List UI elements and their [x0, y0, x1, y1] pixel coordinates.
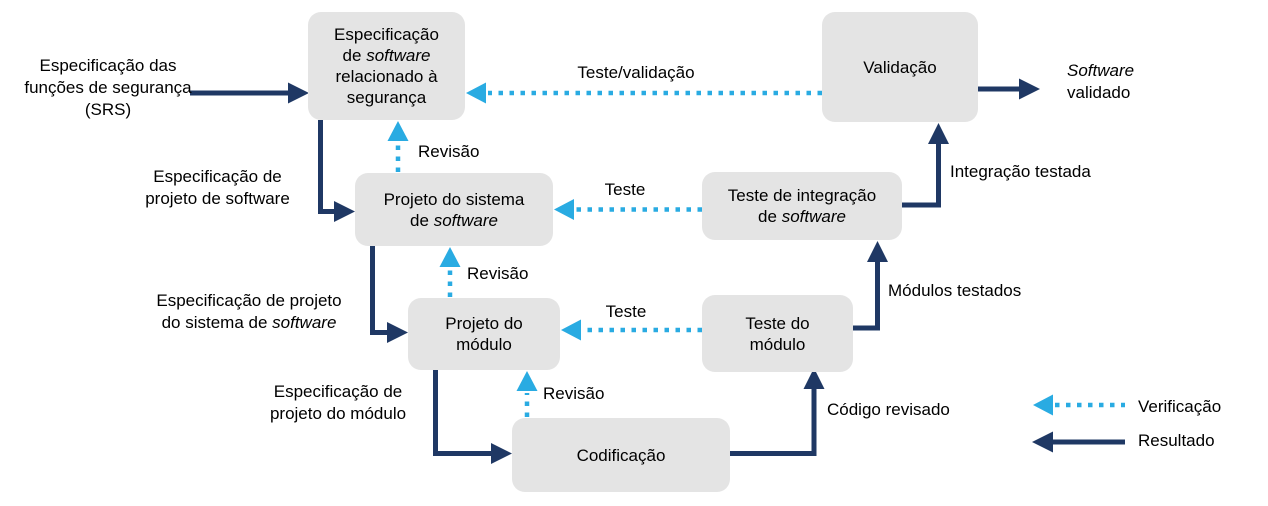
- label-teste-sistema: Teste: [604, 180, 646, 199]
- box-line: de software: [410, 210, 498, 230]
- label-especificacao-projeto-software: Especificação de projeto de software: [145, 167, 290, 208]
- box-teste-de-integracao: Teste de integração de software: [702, 172, 902, 240]
- box-line: Projeto do: [445, 314, 523, 333]
- legend-resultado-arrow: [1032, 431, 1125, 453]
- box-line: Teste de integração: [727, 186, 877, 205]
- legend-verificacao-arrow: [1033, 394, 1125, 416]
- box-projeto-do-modulo: Projeto do módulo: [408, 298, 560, 370]
- box-line: módulo: [749, 334, 806, 354]
- label-teste-validacao: Teste/validação: [577, 63, 695, 82]
- box-projeto-do-sistema: Projeto do sistema de software: [355, 173, 553, 246]
- arrow-revisao-projeto-modulo-to-projeto-sistema: [439, 247, 461, 297]
- box-line: de software: [342, 46, 431, 65]
- label-integracao-testada: Integração testada: [950, 162, 1091, 181]
- arrow-resultado-codificacao-to-teste-modulo: [730, 368, 825, 456]
- arrow-revisao-projeto-sistema-to-spec: [387, 121, 409, 172]
- arrow-resultado-spec-to-projeto-sistema: [318, 120, 355, 222]
- arrow-resultado-teste-integracao-to-validacao: [902, 123, 949, 208]
- arrow-resultado-projeto-sistema-to-projeto-modulo: [370, 246, 408, 343]
- arrow-resultado-projeto-modulo-to-codificacao: [433, 370, 512, 464]
- arrow-revisao-codificacao-to-projeto-modulo: [516, 371, 538, 417]
- box-line: Projeto do sistema: [383, 189, 525, 209]
- box-validacao: Validação: [822, 12, 978, 122]
- label-software-validado: Software validado: [1067, 61, 1135, 102]
- legend-label-verificacao: Verificação: [1138, 397, 1222, 416]
- arrow-verificacao-teste-modulo-to-projeto-modulo: [561, 319, 702, 341]
- box-line: segurança: [346, 88, 427, 107]
- box-line: Teste do: [745, 313, 810, 333]
- label-especificacao-projeto-sistema: Especificação de projeto do sistema de s…: [156, 291, 342, 332]
- box-line: de software: [758, 207, 846, 226]
- box-teste-do-modulo: Teste do módulo: [702, 295, 853, 372]
- label-especificacao-projeto-modulo: Especificação de projeto do módulo: [269, 382, 407, 423]
- arrow-resultado-validacao-to-software-validado: [978, 78, 1040, 100]
- label-especificacao-funcoes-seguranca-srs: Especificação das funções de segurança (…: [24, 56, 192, 119]
- label-teste-modulo: Teste: [605, 302, 647, 321]
- label-revisao-3: Revisão: [543, 384, 605, 403]
- arrow-resultado-srs-to-spec: [190, 82, 309, 104]
- label-revisao-2: Revisão: [467, 264, 529, 283]
- label-revisao-1: Revisão: [418, 142, 480, 161]
- box-line: Especificação: [334, 25, 439, 44]
- box-especificacao-software-seguranca: Especificação de software relacionado à …: [308, 12, 465, 120]
- label-modulos-testados: Módulos testados: [888, 281, 1022, 300]
- arrow-resultado-teste-modulo-to-teste-integracao: [853, 241, 888, 331]
- legend-label-resultado: Resultado: [1138, 431, 1215, 450]
- arrow-verificacao-teste-integracao-to-projeto-sistema: [554, 199, 702, 220]
- label-codigo-revisado: Código revisado: [827, 400, 950, 419]
- arrow-verificacao-validacao-to-spec: [466, 82, 822, 104]
- box-line: Validação: [863, 57, 937, 77]
- box-line: relacionado à: [335, 67, 438, 86]
- box-line: Codificação: [576, 445, 666, 465]
- box-codificacao: Codificação: [512, 418, 730, 492]
- box-line: módulo: [456, 335, 512, 354]
